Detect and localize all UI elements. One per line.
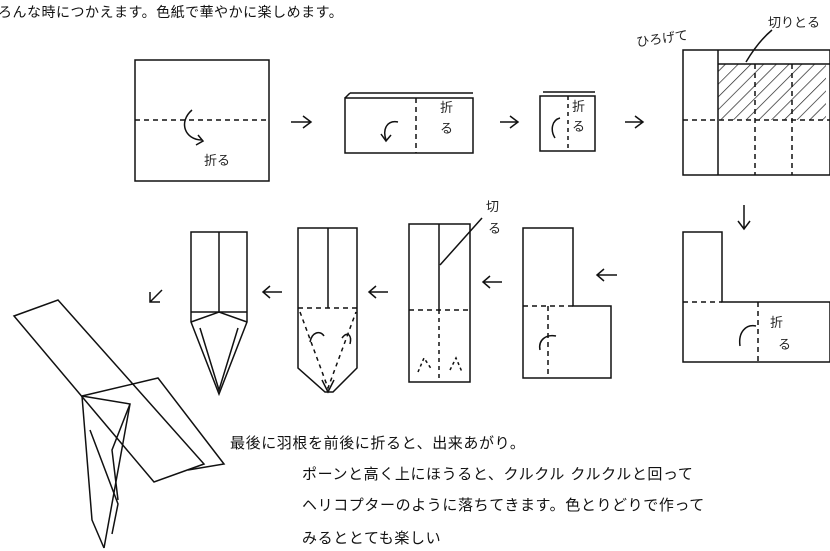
label-fold-step5-a: 折 (770, 316, 784, 331)
arrow-left-4 (261, 285, 282, 299)
arrow-right-3 (625, 115, 645, 129)
label-fold-step2-b: る (440, 122, 454, 137)
label-fold-step3-b: る (572, 120, 586, 135)
body-line-2: ポーンと高く上にほうると、クルクル クルクルと回って (302, 465, 694, 483)
body-line-3: ヘリコプターのように落ちてきます。色とりどりで作って (302, 496, 705, 514)
label-fold-step2-a: 折 (440, 101, 454, 116)
arrow-left-1 (595, 268, 617, 282)
step8-shape (297, 227, 358, 394)
step9-shape (190, 231, 248, 397)
label-cut-step7-b: る (488, 222, 502, 237)
step2-rectangle (344, 92, 474, 154)
step4-grid (682, 29, 830, 176)
label-cut-off: 切りとる (768, 16, 821, 31)
step3-small-square (539, 91, 596, 152)
step7-shape (408, 217, 483, 383)
arrow-left-2 (481, 275, 502, 289)
step1-square (134, 59, 270, 182)
label-fold-step3-a: 折 (572, 100, 586, 115)
label-fold-step1: 折る (204, 154, 231, 169)
label-fold-step5-b: る (778, 338, 792, 353)
step6-shape (522, 227, 612, 379)
arrow-right-1 (291, 115, 313, 129)
intro-text: ろんな時につかえます。色紙で華やかに楽しめます。 (0, 5, 344, 21)
arrow-left-3 (367, 285, 388, 299)
arrow-down (737, 205, 751, 231)
arrow-diagonal (149, 289, 163, 303)
arrow-right-2 (500, 115, 520, 129)
body-line-1: 最後に羽根を前後に折ると、出来あがり。 (230, 434, 526, 452)
label-cut-step7-a: 切 (486, 200, 500, 215)
body-line-4: みるととても楽しい (302, 529, 442, 547)
finished-helicopter (12, 299, 226, 549)
step5-l-shape (682, 231, 830, 363)
